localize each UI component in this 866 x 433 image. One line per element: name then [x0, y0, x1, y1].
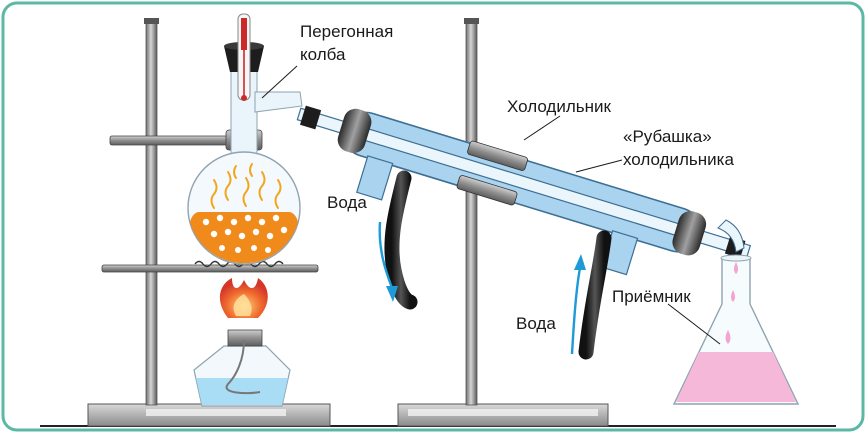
right-stand	[397, 18, 609, 427]
hose-outlet	[384, 170, 418, 310]
receiver-adapter	[717, 219, 745, 253]
label-flask-line2: колба	[300, 45, 346, 64]
spirit-lamp	[193, 278, 291, 407]
label-jacket-line1: «Рубашка»	[623, 127, 712, 146]
label-jacket-line2: холодильника	[623, 150, 734, 169]
label-condenser: Холодильник	[507, 97, 611, 116]
condenser	[296, 105, 752, 276]
distillate-drops	[725, 262, 738, 344]
label-water-out: Вода	[327, 193, 367, 212]
water-in-arrow	[570, 254, 586, 355]
boiling-bubbles	[202, 214, 288, 253]
water-out-arrow	[378, 221, 398, 302]
label-flask-line1: Перегонная	[300, 22, 393, 41]
receiver-flask	[672, 254, 800, 405]
label-receiver: Приёмник	[612, 287, 691, 306]
wire-gauze	[194, 260, 284, 268]
distillate-liquid	[676, 352, 796, 402]
right-stand-pole	[465, 21, 478, 406]
label-water-in: Вода	[516, 314, 556, 333]
lamp-fuel	[196, 378, 288, 405]
ring-support	[101, 264, 319, 273]
leader-lines	[261, 65, 721, 345]
lamp-wick	[225, 339, 261, 394]
vapour-wisps	[210, 163, 282, 209]
distillation-flask	[187, 13, 303, 265]
hose-inlet	[578, 230, 612, 360]
left-stand-pole	[145, 21, 158, 406]
